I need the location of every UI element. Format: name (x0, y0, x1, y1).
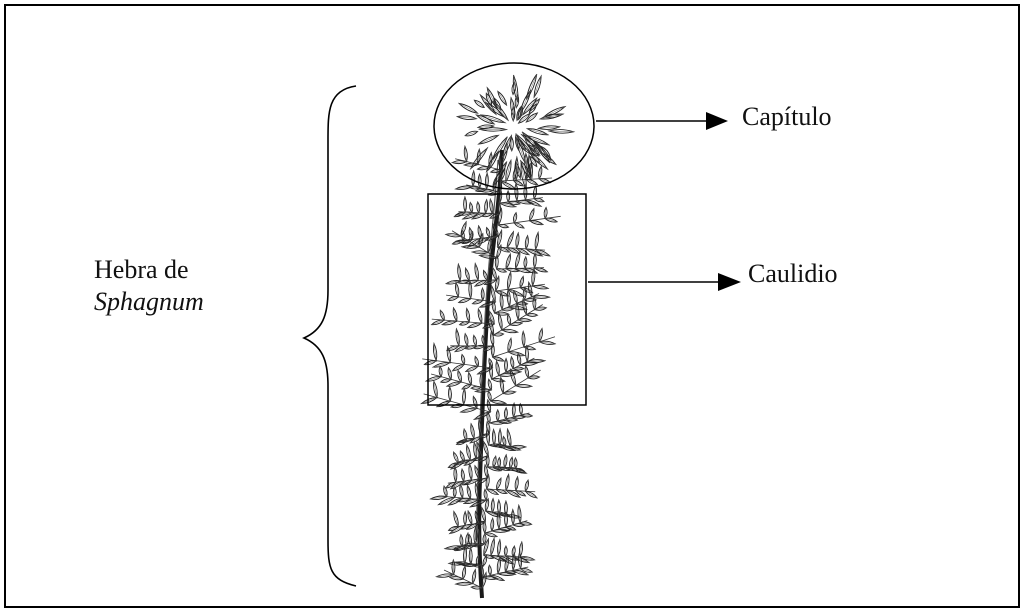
branch-stroke (424, 394, 491, 412)
leaf-vein (479, 135, 499, 144)
leaf-vein (526, 491, 538, 498)
strand-label-species: Sphagnum (94, 286, 204, 318)
leaf-vein (438, 497, 454, 504)
strand-label-line1: Hebra de (94, 255, 189, 284)
plant-leaves (421, 146, 560, 589)
leaf-vein (534, 76, 541, 97)
branch-stroke (493, 337, 555, 357)
caulidio-arrow (588, 273, 741, 291)
leaf-vein (544, 107, 565, 117)
caulidio-label: Caulidio (748, 258, 838, 290)
leaf-vein (526, 200, 542, 206)
sphagnum-plant-illustration (421, 74, 573, 598)
capitulo-arrow (596, 112, 728, 130)
strand-label: Hebra de Sphagnum (94, 254, 204, 318)
leaf-vein (507, 232, 513, 248)
strand-brace (304, 86, 356, 586)
leaf-vein (421, 398, 437, 404)
leaf-vein (452, 364, 464, 371)
capitulum-cluster (457, 74, 573, 190)
leaf-vein (459, 103, 477, 113)
capitulo-label: Capítulo (742, 101, 832, 133)
